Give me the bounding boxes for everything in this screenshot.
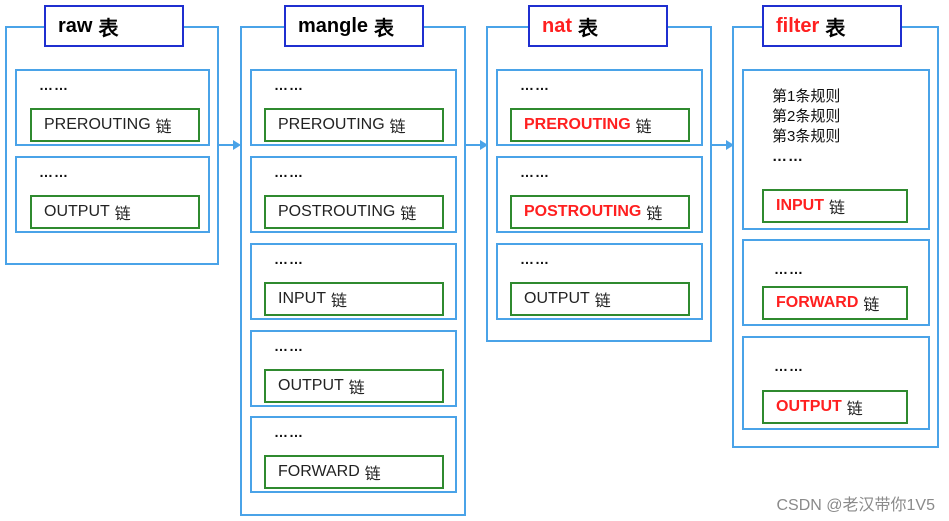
rule-item: 第3条规则 xyxy=(772,128,841,145)
chain-suffix: 链 xyxy=(155,119,172,136)
watermark: CSDN @老汉带你1V5 xyxy=(776,497,936,514)
chain-suffix: 链 xyxy=(400,206,417,223)
chain-suffix: 链 xyxy=(364,466,381,483)
chain-suffix: 链 xyxy=(829,200,846,217)
table-name: filter xyxy=(776,14,820,37)
rule-list: 第1条规则 第2条规则 第3条规则 …… xyxy=(772,87,840,167)
ellipsis: …… xyxy=(274,424,304,440)
ellipsis: …… xyxy=(774,358,804,374)
chain-suffix: 链 xyxy=(348,380,365,397)
chain-name: OUTPUT xyxy=(776,398,842,415)
table-name: mangle xyxy=(298,14,369,37)
chain-name: PREROUTING xyxy=(44,116,151,133)
table-name: raw xyxy=(58,14,93,37)
chain-name: OUTPUT xyxy=(278,377,344,394)
flow-arrow-raw-to-mangle xyxy=(219,140,241,150)
table-name: nat xyxy=(542,14,572,37)
ellipsis: …… xyxy=(520,251,550,267)
chain-name: PREROUTING xyxy=(278,116,385,133)
chain-name: INPUT xyxy=(776,197,824,214)
ellipsis: …… xyxy=(520,164,550,180)
rule-item: 第1条规则 xyxy=(772,88,841,105)
chain-name: POSTROUTING xyxy=(524,203,642,220)
flow-arrow-mangle-to-nat xyxy=(466,140,488,150)
chain-name: INPUT xyxy=(278,290,326,307)
chain-suffix: 链 xyxy=(635,119,652,136)
ellipsis: …… xyxy=(274,338,304,354)
chain-suffix: 链 xyxy=(114,206,131,223)
flow-arrow-nat-to-filter xyxy=(712,140,734,150)
chain-suffix: 链 xyxy=(646,206,663,223)
mangle-input-chain: INPUT 链 xyxy=(264,282,444,316)
chain-suffix: 链 xyxy=(389,119,406,136)
chain-name: POSTROUTING xyxy=(278,203,396,220)
ellipsis: …… xyxy=(274,77,304,93)
table-suffix: 表 xyxy=(374,17,395,40)
ellipsis: …… xyxy=(274,164,304,180)
ellipsis: …… xyxy=(274,251,304,267)
chain-name: FORWARD xyxy=(278,463,360,480)
chain-suffix: 链 xyxy=(594,293,611,310)
rule-item: 第2条规则 xyxy=(772,108,841,125)
chain-name: OUTPUT xyxy=(44,203,110,220)
ellipsis: …… xyxy=(772,148,804,165)
table-suffix: 表 xyxy=(98,17,119,40)
table-suffix: 表 xyxy=(578,17,598,40)
ellipsis: …… xyxy=(774,261,804,277)
filter-input-chain: INPUT 链 xyxy=(762,189,908,223)
table-suffix: 表 xyxy=(825,17,846,40)
chain-suffix: 链 xyxy=(331,293,348,310)
chain-name: FORWARD xyxy=(776,294,859,311)
ellipsis: …… xyxy=(520,77,550,93)
chain-suffix: 链 xyxy=(846,401,863,418)
nat-table-title: nat 表 xyxy=(528,5,668,47)
ellipsis: …… xyxy=(39,164,69,180)
ellipsis: …… xyxy=(39,77,69,93)
chain-name: OUTPUT xyxy=(524,290,590,307)
chain-suffix: 链 xyxy=(863,297,880,314)
chain-name: PREROUTING xyxy=(524,116,631,133)
